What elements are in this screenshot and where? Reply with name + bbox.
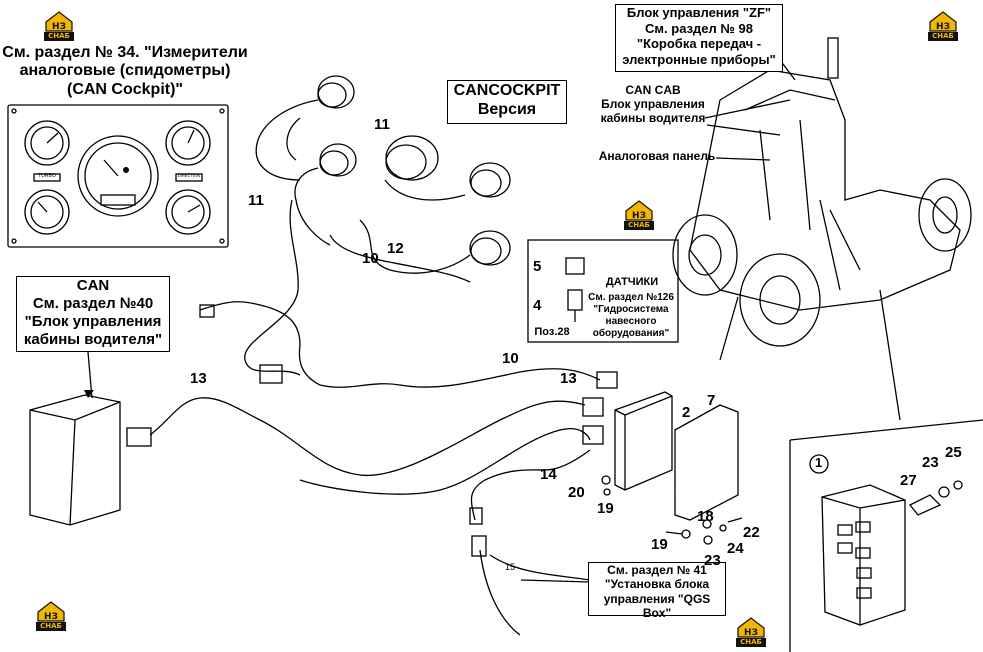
can-cab-reference-box: CAN См. раздел №40 "Блок управления каби… [16, 276, 170, 352]
snab-logo: НЗ СНАБ [36, 600, 66, 632]
qgs-box-reference: См. раздел № 41 "Установка блока управле… [588, 562, 726, 620]
gauge-bottom-left [24, 189, 70, 235]
part-number-7: 7 [707, 392, 716, 409]
sensors-reference: См. раздел №126 "Гидросистема навесного … [588, 292, 674, 339]
svg-text:НЗ: НЗ [936, 22, 950, 32]
part-number-19: 19 [651, 536, 668, 553]
part-number-22: 22 [743, 524, 760, 541]
part-number-23: 23 [704, 552, 721, 569]
part-number-27: 27 [900, 472, 917, 489]
gauge-top-left [24, 120, 70, 166]
part-number-25: 25 [945, 444, 962, 461]
part-number-4: 4 [533, 297, 542, 314]
part-number-11: 11 [248, 192, 264, 209]
part-number-15: 15 [505, 562, 516, 572]
svg-text:НЗ: НЗ [44, 612, 58, 622]
zf-control-unit-box: Блок управления "ZF" См. раздел № 98 "Ко… [615, 4, 783, 72]
logo-text: СНАБ [736, 638, 766, 647]
logo-text: СНАБ [928, 32, 958, 41]
part-number-10: 10 [502, 350, 519, 367]
part-number-23: 23 [922, 454, 939, 471]
part-number-14: 14 [540, 466, 557, 483]
part-number-2: 2 [682, 404, 691, 421]
part-number-10: 10 [362, 250, 379, 267]
cockpit-reference-title: См. раздел № 34. "Измерители аналоговые … [2, 44, 248, 98]
gauge-label-turbo: TURBO [38, 173, 56, 179]
can-cab-label: CAN CAB Блок управления кабины водителя [600, 83, 706, 125]
instrument-panel [7, 104, 229, 248]
svg-text:НЗ: НЗ [52, 22, 66, 32]
gauge-top-right [165, 120, 211, 166]
sensors-label: ДАТЧИКИ [605, 276, 659, 288]
logo-text: СНАБ [44, 32, 74, 41]
gauge-bottom-right [165, 189, 211, 235]
part-number-18: 18 [697, 508, 714, 525]
part-number-5: 5 [533, 258, 542, 275]
part-number-11: 11 [374, 116, 390, 133]
part-number-24: 24 [727, 540, 744, 557]
svg-text:НЗ: НЗ [632, 211, 646, 221]
snab-logo: НЗ СНАБ [44, 10, 74, 42]
position-28-label: Поз.28 [534, 326, 570, 338]
snab-logo: НЗ СНАБ [736, 616, 766, 648]
part-number-13: 13 [560, 370, 577, 387]
part-number-19: 19 [597, 500, 614, 517]
logo-text: СНАБ [624, 221, 654, 230]
part-number-12: 12 [387, 240, 404, 257]
logo-text: СНАБ [36, 622, 66, 631]
cancockpit-version-box: CANCOCKPIT Версия [447, 80, 567, 124]
part-number-1: 1 [815, 455, 823, 470]
part-number-20: 20 [568, 484, 585, 501]
gauge-label-direction: DIRECTION [178, 173, 200, 178]
snab-logo: НЗ СНАБ [928, 10, 958, 42]
snab-logo: НЗ СНАБ [624, 199, 654, 231]
svg-text:НЗ: НЗ [744, 628, 758, 638]
part-number-13: 13 [190, 370, 207, 387]
speedometer [77, 135, 159, 217]
analog-panel-label: Аналоговая панель [598, 149, 716, 163]
